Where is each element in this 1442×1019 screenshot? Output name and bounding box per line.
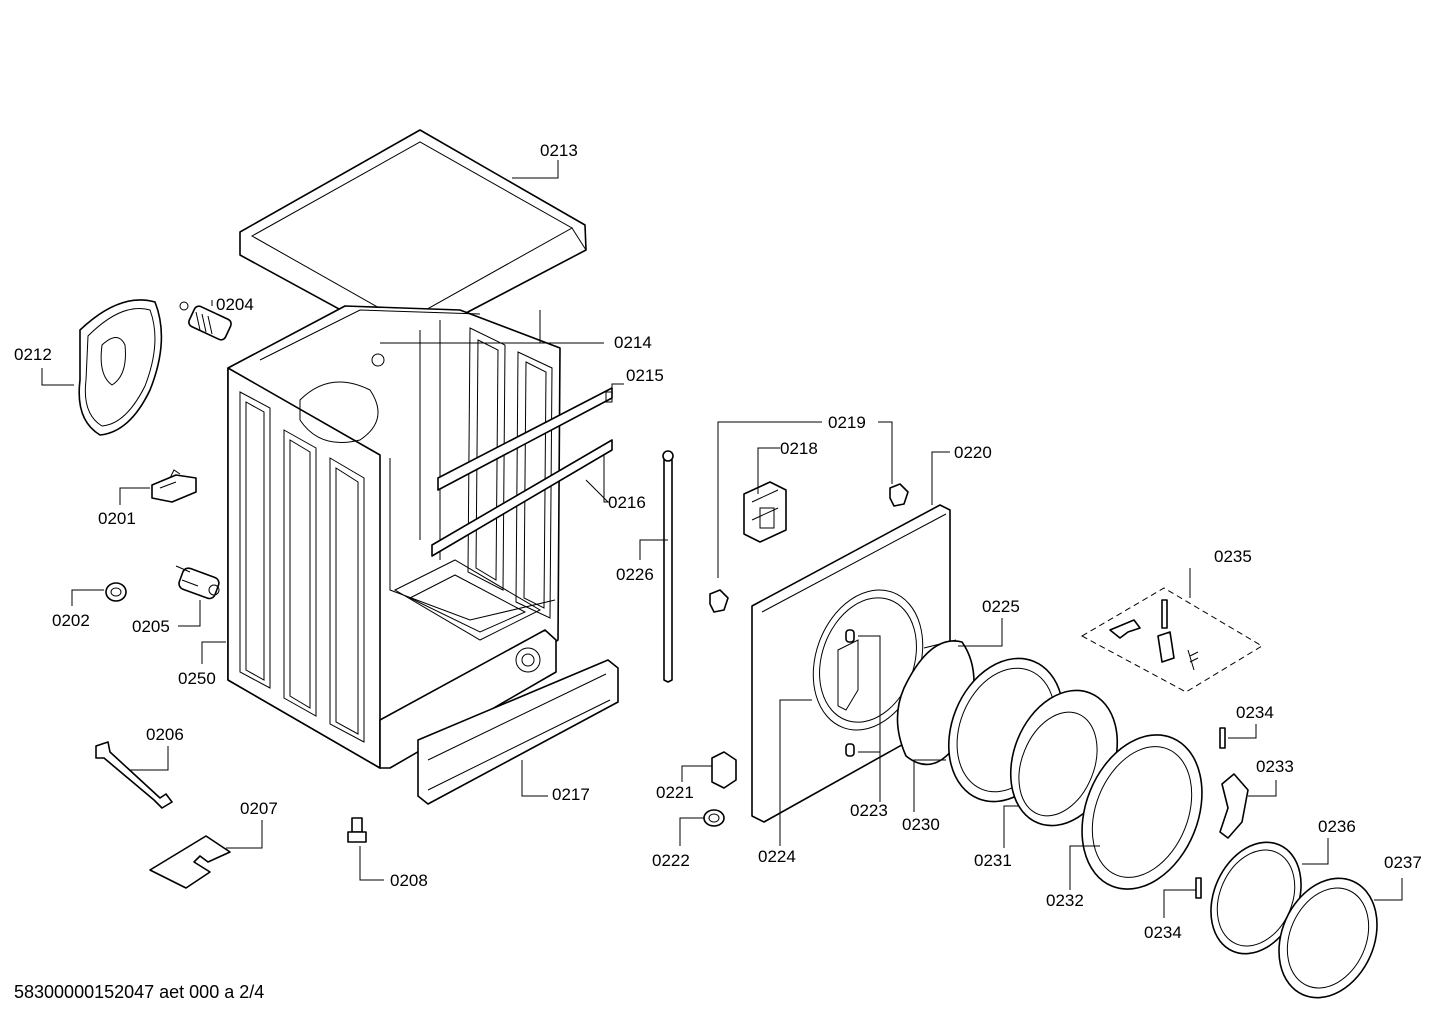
shim-0207 [149,835,231,889]
module-0218 [743,481,787,543]
label-0231: 0231 [974,851,1012,870]
label-0213: 0213 [540,141,578,160]
label-0234-upper: 0234 [1236,703,1274,722]
pump-0205 [175,565,220,600]
label-0207: 0207 [240,799,278,818]
label-0230: 0230 [902,815,940,834]
label-0224: 0224 [758,847,796,866]
door-ring-0232 [1081,734,1203,890]
pin-0223-lower [845,743,855,757]
label-0221: 0221 [656,783,694,802]
label-0234-lower: 0234 [1144,923,1182,942]
part-labels: 0213 0204 0212 0214 0215 0201 0216 0219 … [14,141,1422,942]
leader-lines [41,160,1403,918]
grommet-0222 [703,809,725,827]
pin-0234-upper [1219,727,1226,749]
label-0208: 0208 [390,871,428,890]
label-0206: 0206 [146,725,184,744]
label-0222: 0222 [652,851,690,870]
wrench-0206 [95,741,173,809]
label-0217: 0217 [552,785,590,804]
cross-brace-lower [431,439,613,557]
label-0202: 0202 [52,611,90,630]
label-0214: 0214 [614,333,652,352]
label-0218: 0218 [780,439,818,458]
label-0237: 0237 [1384,853,1422,872]
rod-0226 [662,450,674,683]
label-0216: 0216 [608,493,646,512]
label-0220: 0220 [954,443,992,462]
plinth-0217 [417,659,619,805]
label-0219: 0219 [828,413,866,432]
label-0235: 0235 [1214,547,1252,566]
label-0233: 0233 [1256,757,1294,776]
clip-0219-right [889,483,909,507]
label-0250: 0250 [178,669,216,688]
cabinet-housing [227,305,561,769]
label-0205: 0205 [132,617,170,636]
label-0232: 0232 [1046,891,1084,910]
ring-0237 [1278,877,1378,999]
label-0212: 0212 [14,345,52,364]
label-0215: 0215 [626,366,664,385]
label-0225: 0225 [982,597,1020,616]
lock-0221 [711,751,737,789]
clip-0201 [151,469,197,503]
pin-0234-lower [1195,877,1202,899]
pump-0204 [179,301,232,341]
kit-0235 [1080,587,1263,693]
document-footer: 58300000152047 aet 000 a 2/4 [14,982,264,1002]
label-0226: 0226 [616,565,654,584]
label-0223: 0223 [850,801,888,820]
foot-0202 [105,582,127,602]
screw-0208 [347,817,367,843]
rear-cover-plate [78,299,163,436]
label-0201: 0201 [98,509,136,528]
pin-0223-upper [845,629,855,643]
hinge-0233 [1219,773,1249,839]
clip-0219-left [709,589,729,613]
label-0236: 0236 [1318,817,1356,836]
label-0204: 0204 [216,295,254,314]
